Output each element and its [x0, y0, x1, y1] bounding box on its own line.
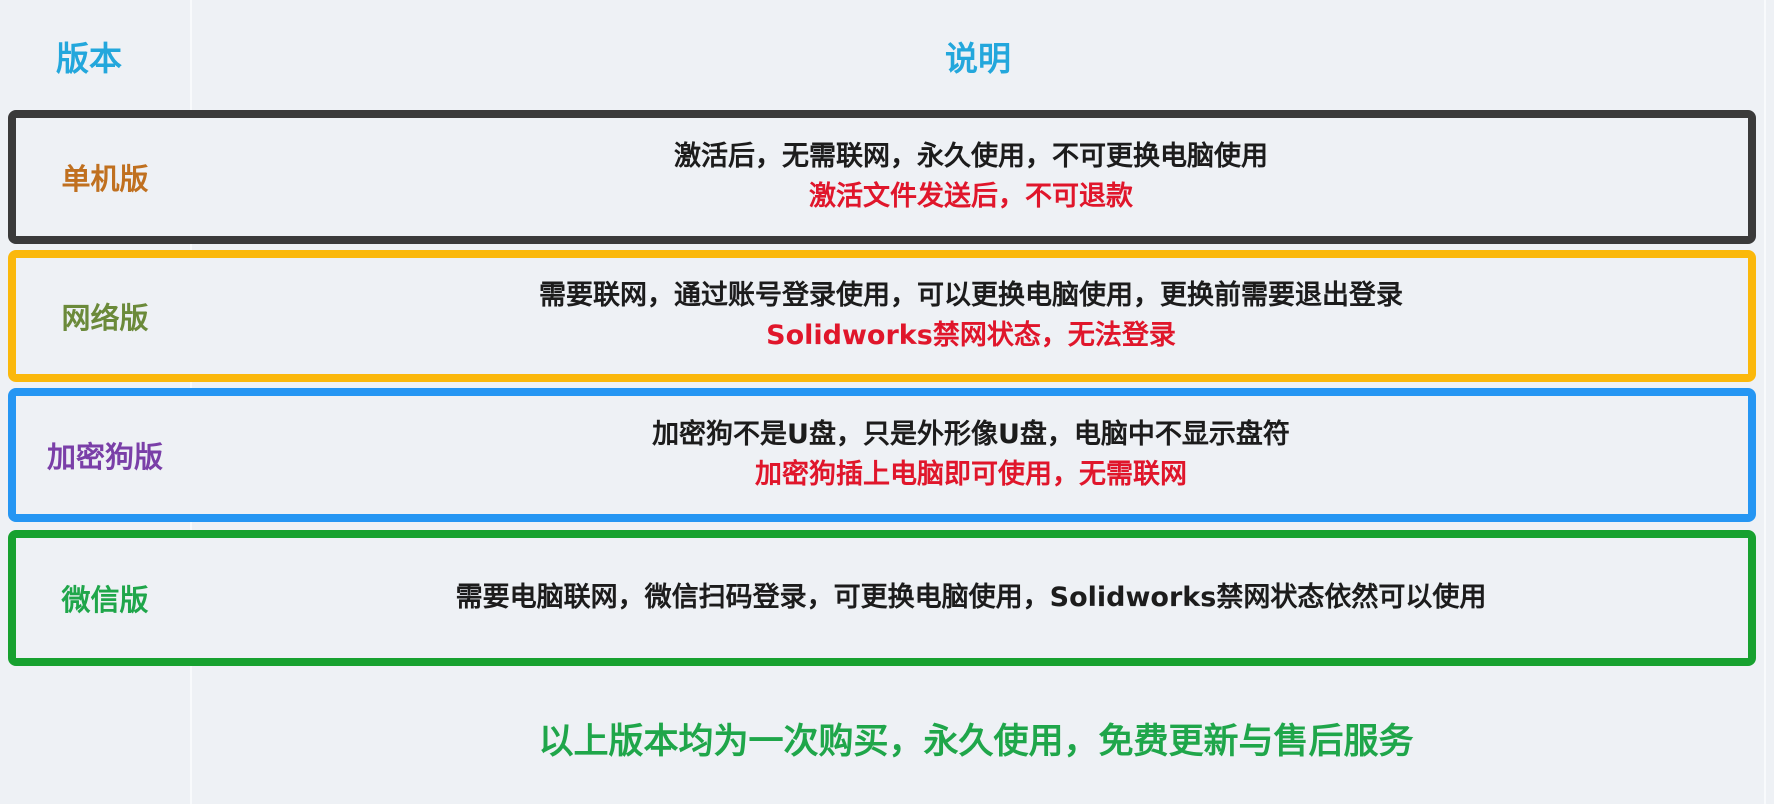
edition-label: 微信版: [61, 583, 149, 617]
description-line: 需要电脑联网，微信扫码登录，可更换电脑使用，Solidworks禁网状态依然可以…: [455, 582, 1487, 613]
edition-description: 激活后，无需联网，永久使用，不可更换电脑使用 激活文件发送后，不可退款: [194, 118, 1748, 236]
wechat-edition-row: 微信版 需要电脑联网，微信扫码登录，可更换电脑使用，Solidworks禁网状态…: [8, 530, 1756, 666]
description-line: 激活后，无需联网，永久使用，不可更换电脑使用: [674, 141, 1268, 172]
edition-label: 网络版: [61, 301, 149, 335]
warning-note: 加密狗插上电脑即可使用，无需联网: [755, 459, 1187, 490]
warning-note: Solidworks禁网状态，无法登录: [766, 320, 1176, 351]
standalone-edition-row: 单机版 激活后，无需联网，永久使用，不可更换电脑使用 激活文件发送后，不可退款: [8, 110, 1756, 244]
description-line: 需要联网，通过账号登录使用，可以更换电脑使用，更换前需要退出登录: [539, 280, 1403, 311]
dongle-edition-row: 加密狗版 加密狗不是U盘，只是外形像U盘，电脑中不显示盘符 加密狗插上电脑即可使…: [8, 388, 1756, 522]
edition-label: 加密狗版: [46, 440, 163, 474]
edition-description: 需要联网，通过账号登录使用，可以更换电脑使用，更换前需要退出登录 Solidwo…: [194, 258, 1748, 374]
edition-label: 单机版: [61, 162, 149, 196]
description-line: 加密狗不是U盘，只是外形像U盘，电脑中不显示盘符: [652, 419, 1290, 450]
column-divider-right: [1764, 0, 1766, 804]
warning-note: 激活文件发送后，不可退款: [809, 181, 1133, 212]
edition-description: 需要电脑联网，微信扫码登录，可更换电脑使用，Solidworks禁网状态依然可以…: [194, 538, 1748, 658]
edition-description: 加密狗不是U盘，只是外形像U盘，电脑中不显示盘符 加密狗插上电脑即可使用，无需联…: [194, 396, 1748, 514]
version-column-header: 版本: [56, 39, 122, 78]
network-edition-row: 网络版 需要联网，通过账号登录使用，可以更换电脑使用，更换前需要退出登录 Sol…: [8, 250, 1756, 382]
description-column-header: 说明: [945, 39, 1011, 78]
footer-note: 以上版本均为一次购买，永久使用，免费更新与售后服务: [538, 721, 1414, 762]
